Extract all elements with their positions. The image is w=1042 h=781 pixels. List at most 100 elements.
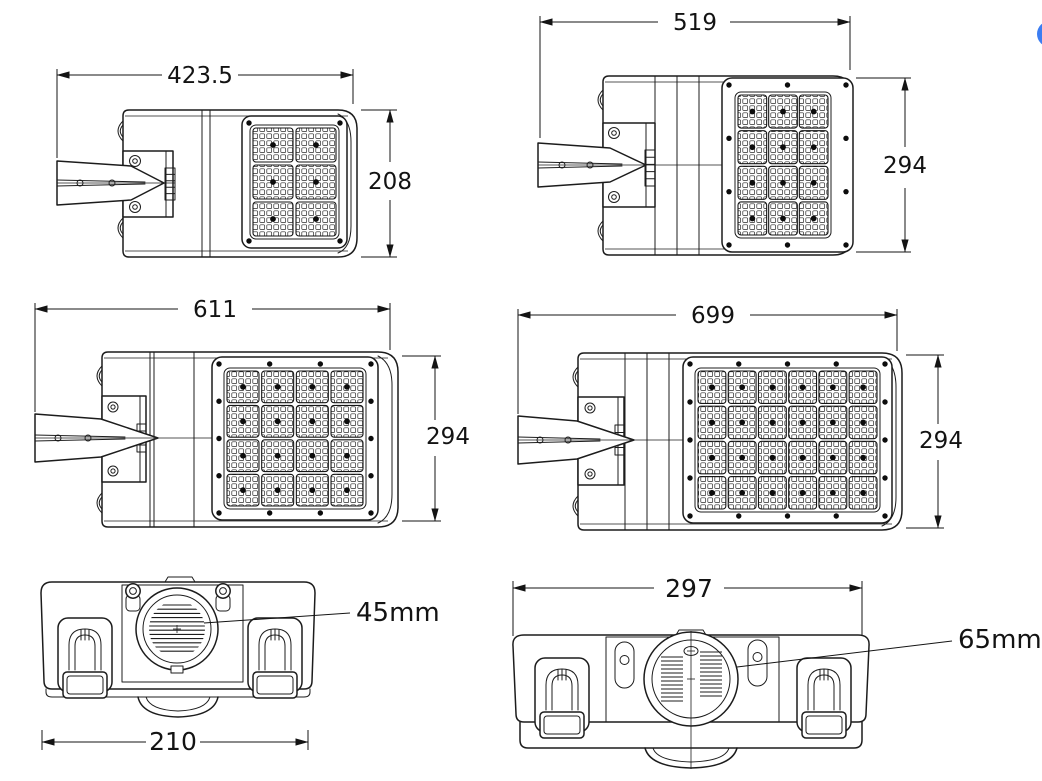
led-module-dot [240,418,246,425]
callout-45mm: 45mm [203,598,440,628]
led-module-dot [860,419,866,426]
screw-dot [368,510,374,516]
screw-dot [882,399,888,405]
led-module-dot [810,108,817,115]
screw-dot [337,238,343,244]
led-module-dot [780,179,786,186]
dim-label-width: 210 [149,727,197,756]
led-module-dot [749,144,756,151]
mounting-arm [537,142,722,188]
screw-dot [368,361,374,367]
screw-dot [843,82,849,88]
dimension-height-mid-right: 294 [906,354,963,529]
dimension-width-bottom-right: 297 [512,574,863,636]
led-module-dot [829,419,836,426]
led-grid [252,127,337,237]
side-slot [747,639,768,687]
screw-dot [784,242,791,248]
dimension-width-top-left: 423.5 [56,63,354,158]
led-module-dot [274,418,281,425]
led-module-dot [709,384,715,391]
dim-label-width: 297 [665,574,713,603]
dim-label-height: 294 [426,424,470,450]
pole-entry-circle [135,587,219,674]
dimension-width-mid-right: 699 [517,303,898,414]
led-module-dot [749,108,756,115]
pole-clamp [796,657,852,739]
screw-dot [784,82,791,88]
screw-dot [882,475,888,481]
screw-dot [784,361,791,367]
screw-dot [687,437,693,443]
led-module-dot [344,383,350,390]
mounting-arm [56,160,175,206]
callout-label: 65mm [958,625,1042,655]
dim-label-height: 294 [883,153,927,179]
screw-dot [736,361,742,367]
mounting-arm [34,413,212,463]
screw-dot [833,513,839,519]
led-module-dot [799,384,806,391]
led-grid [697,370,878,510]
screw-dot [687,513,693,519]
screw-dot [726,242,732,248]
led-module-dot [270,142,276,148]
dim-label-height: 208 [368,169,412,195]
screw-dot [784,513,791,519]
screw-dot [882,513,888,519]
mount-panel [121,584,244,683]
top-tab [164,576,196,583]
latch-clip [597,89,604,111]
screw-dot [726,135,732,142]
panel-screws [726,82,849,248]
led-module-dot [344,418,350,425]
screw-dot [216,361,222,367]
bottom-band [45,688,311,698]
screw-dot [843,135,849,142]
led-panel [241,115,348,249]
top-tab [675,629,707,636]
led-module-dot [739,419,746,426]
pole-clamp [247,617,303,699]
screw-dot [216,510,222,516]
accent-dot [1037,23,1042,45]
screw-dot [843,242,849,248]
screw-dot [337,120,343,126]
pole-clamp [534,657,590,739]
led-module-dot [309,383,316,390]
screw-dot [317,361,324,367]
mounting-arm [517,415,683,465]
latch-clip [572,495,579,517]
led-module-dot [309,452,316,459]
screw-dot [882,361,888,367]
screw-dot [246,238,252,244]
led-module-dot [240,452,246,459]
led-module-dot [270,179,276,185]
latch-clip [96,492,103,514]
dim-label-width: 611 [193,297,237,323]
screw-dot [833,361,839,367]
led-module-dot [799,454,806,461]
screw-dot [266,510,273,516]
led-module-dot [810,144,817,151]
rear-view-small: 45mm 210 [40,576,440,756]
led-module-dot [240,487,246,494]
housing-lip [377,355,393,524]
panel-screws [216,361,374,516]
callout-label: 45mm [356,598,440,628]
bottom-tab [137,696,219,718]
led-module-dot [749,215,756,222]
led-grid [737,94,829,236]
screw-dot [266,361,273,367]
screw-dot [736,513,742,519]
led-module-dot [240,383,246,390]
led-module-dot [739,384,746,391]
screw-dot [246,120,252,126]
dim-label-width: 423.5 [167,63,233,89]
led-module-dot [799,419,806,426]
led-module-dot [739,454,746,461]
dimension-width-top-right: 519 [539,10,851,138]
led-module-dot [739,489,746,496]
panel-screws [687,361,888,519]
